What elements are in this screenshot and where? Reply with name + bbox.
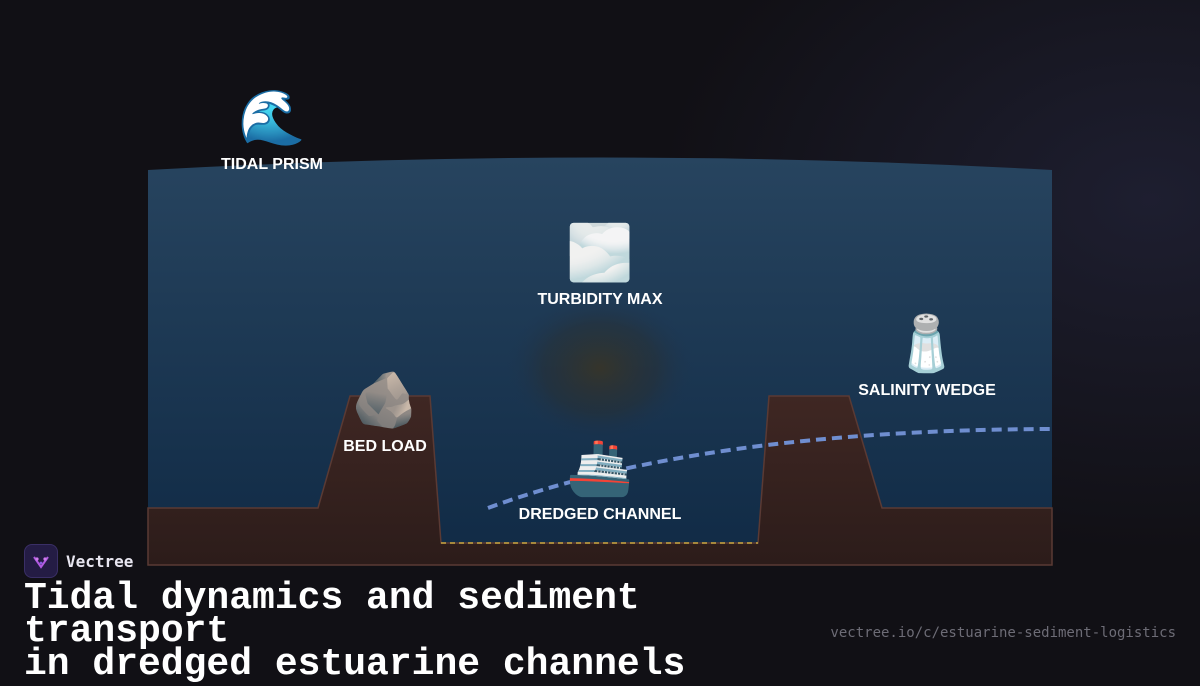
brand-name: Vectree: [66, 551, 134, 571]
page-title: Tidal dynamics and sediment transport in…: [24, 577, 844, 686]
turbidity-cloud: [505, 293, 695, 443]
salinity-wedge-line: [487, 427, 1053, 510]
salt-shaker-icon: 🧂: [893, 312, 961, 375]
brand[interactable]: Vectree: [24, 544, 133, 578]
ship-icon: 🚢: [566, 436, 634, 499]
wave-icon: 🌊: [238, 86, 306, 149]
label-dredged-channel: DREDGED CHANNEL: [518, 506, 682, 523]
rock-icon: 🪨: [351, 368, 419, 431]
vectree-logo-icon: [24, 544, 58, 578]
label-salinity-wedge: SALINITY WEDGE: [858, 382, 996, 399]
fog-icon: 🌫️: [566, 221, 634, 284]
title-line-2: in dredged estuarine channels: [24, 643, 686, 686]
source-url[interactable]: vectree.io/c/estuarine-sediment-logistic…: [830, 625, 1176, 641]
riverbed-bank: [147, 395, 1053, 566]
title-line-1: Tidal dynamics and sediment transport: [24, 577, 640, 653]
label-bed-load: BED LOAD: [343, 438, 427, 455]
label-tidal-prism: TIDAL PRISM: [221, 156, 323, 173]
label-turbidity-max: TURBIDITY MAX: [537, 291, 663, 308]
